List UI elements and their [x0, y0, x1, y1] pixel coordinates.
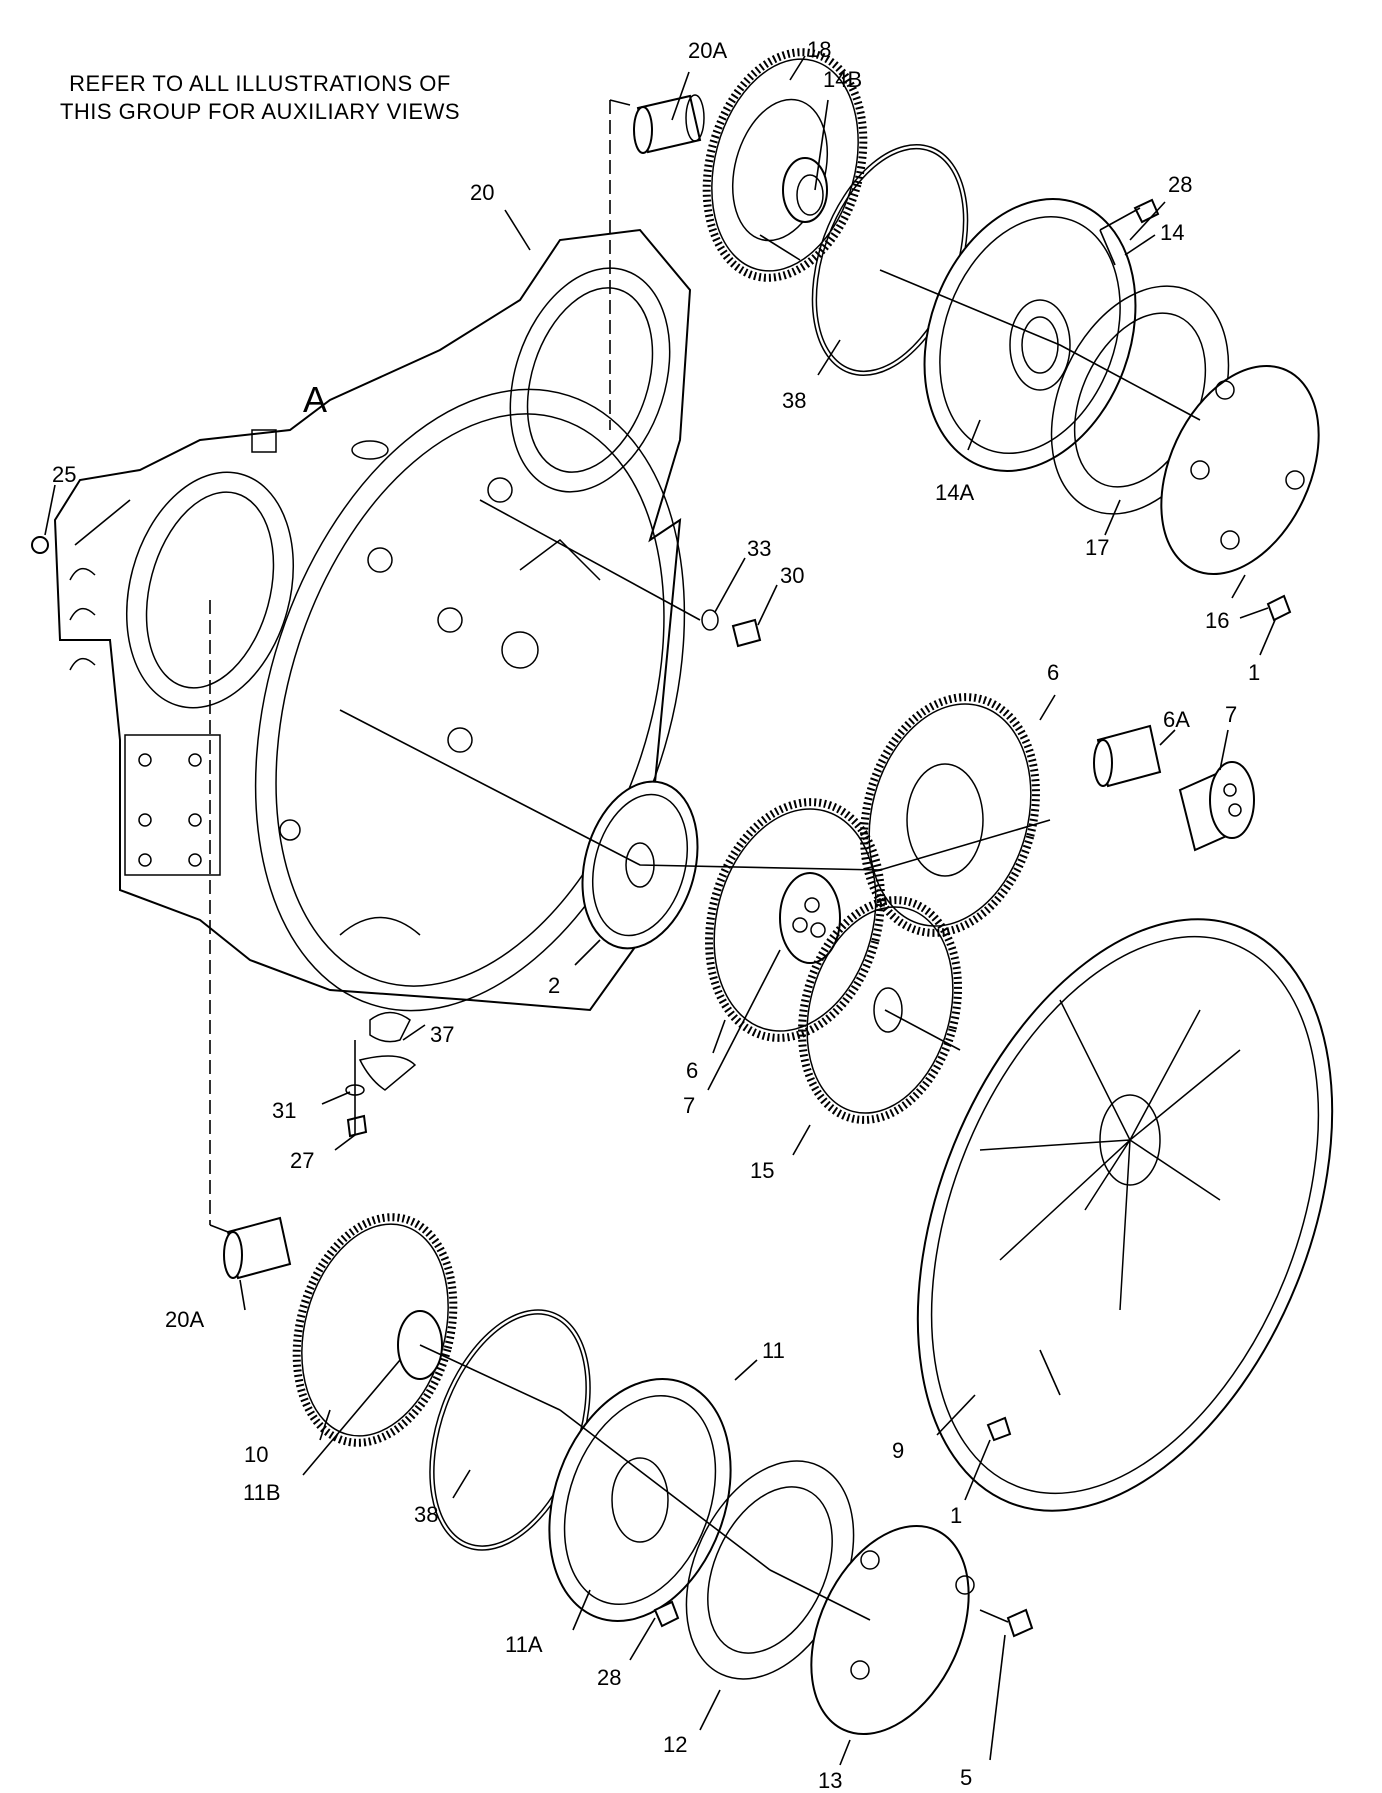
callout-38-top: 38 [782, 388, 806, 413]
callout-labels: 20A 18 14B 28 14 20 38 14A 17 16 1 25 33… [52, 37, 1260, 1793]
callout-10: 10 [244, 1442, 268, 1467]
callout-18: 18 [807, 37, 831, 62]
leader-lines [44, 55, 1276, 1766]
bushing-6a [1093, 724, 1162, 788]
callout-1-bottom: 1 [950, 1503, 962, 1528]
cover-plate-13 [810, 1525, 975, 1735]
callout-37: 37 [430, 1022, 454, 1047]
callout-15: 15 [750, 1158, 774, 1183]
bracket-37 [358, 1011, 417, 1091]
flywheel-cover-9 [916, 918, 1334, 1512]
hub-7-right [1178, 761, 1255, 852]
callout-11a: 11A [505, 1632, 543, 1657]
callout-9: 9 [892, 1438, 904, 1463]
gear-6-upper [860, 693, 1040, 937]
bolt-25 [31, 536, 49, 554]
callout-20: 20 [470, 180, 494, 205]
callout-12: 12 [663, 1732, 687, 1757]
hub-7-mid [779, 872, 841, 964]
callout-14b: 14B [823, 67, 862, 92]
reference-note-line-1: REFER TO ALL ILLUSTRATIONS OF [69, 71, 451, 96]
bolt-28-top [1133, 198, 1160, 224]
callout-13: 13 [818, 1768, 842, 1793]
assembly-lines [74, 99, 1201, 1621]
callout-2: 2 [548, 973, 560, 998]
gear-10 [292, 1213, 458, 1447]
plug-30 [731, 618, 762, 648]
callout-6-mid: 6 [686, 1058, 698, 1083]
cover-14 [923, 198, 1137, 472]
reference-note: REFER TO ALL ILLUSTRATIONS OF THIS GROUP… [40, 70, 480, 126]
bolt-1-bottom [986, 1416, 1012, 1442]
callout-1-top: 1 [1248, 660, 1260, 685]
bolt-1-top [1239, 594, 1292, 622]
callout-28-top: 28 [1168, 172, 1192, 197]
callout-7-right: 7 [1225, 702, 1237, 727]
bushing-20a-bottom [223, 1216, 292, 1280]
callout-5: 5 [960, 1765, 972, 1790]
callout-17: 17 [1085, 535, 1109, 560]
callout-16: 16 [1205, 608, 1229, 633]
callout-11: 11 [762, 1338, 785, 1363]
callout-25: 25 [52, 462, 76, 487]
cover-11 [548, 1377, 732, 1623]
reference-note-line-2: THIS GROUP FOR AUXILIARY VIEWS [59, 99, 461, 124]
callout-31: 31 [272, 1098, 296, 1123]
callout-6-top: 6 [1047, 660, 1059, 685]
callout-11b: 11B [243, 1480, 281, 1505]
gear-6-lower [705, 798, 885, 1042]
callout-28-bottom: 28 [597, 1665, 621, 1690]
bolt-27 [346, 1114, 368, 1138]
view-label-a: A [303, 379, 327, 420]
callout-14a: 14A [935, 480, 974, 505]
callout-33: 33 [747, 536, 771, 561]
callout-7-mid: 7 [683, 1093, 695, 1118]
bolt-5 [979, 1608, 1034, 1638]
bolt-28-bottom [653, 1600, 680, 1628]
flywheel-housing: A [53, 228, 692, 1012]
callout-20a-top: 20A [688, 38, 727, 63]
cover-plate-16 [1160, 365, 1320, 575]
bushing-20a-top [633, 94, 705, 154]
callout-6a: 6A [1163, 707, 1190, 732]
callout-38-bottom: 38 [414, 1502, 438, 1527]
callout-14: 14 [1160, 220, 1184, 245]
seal-33 [701, 609, 719, 631]
callout-30: 30 [780, 563, 804, 588]
callout-27: 27 [290, 1148, 314, 1173]
callout-20a-bottom: 20A [165, 1307, 204, 1332]
